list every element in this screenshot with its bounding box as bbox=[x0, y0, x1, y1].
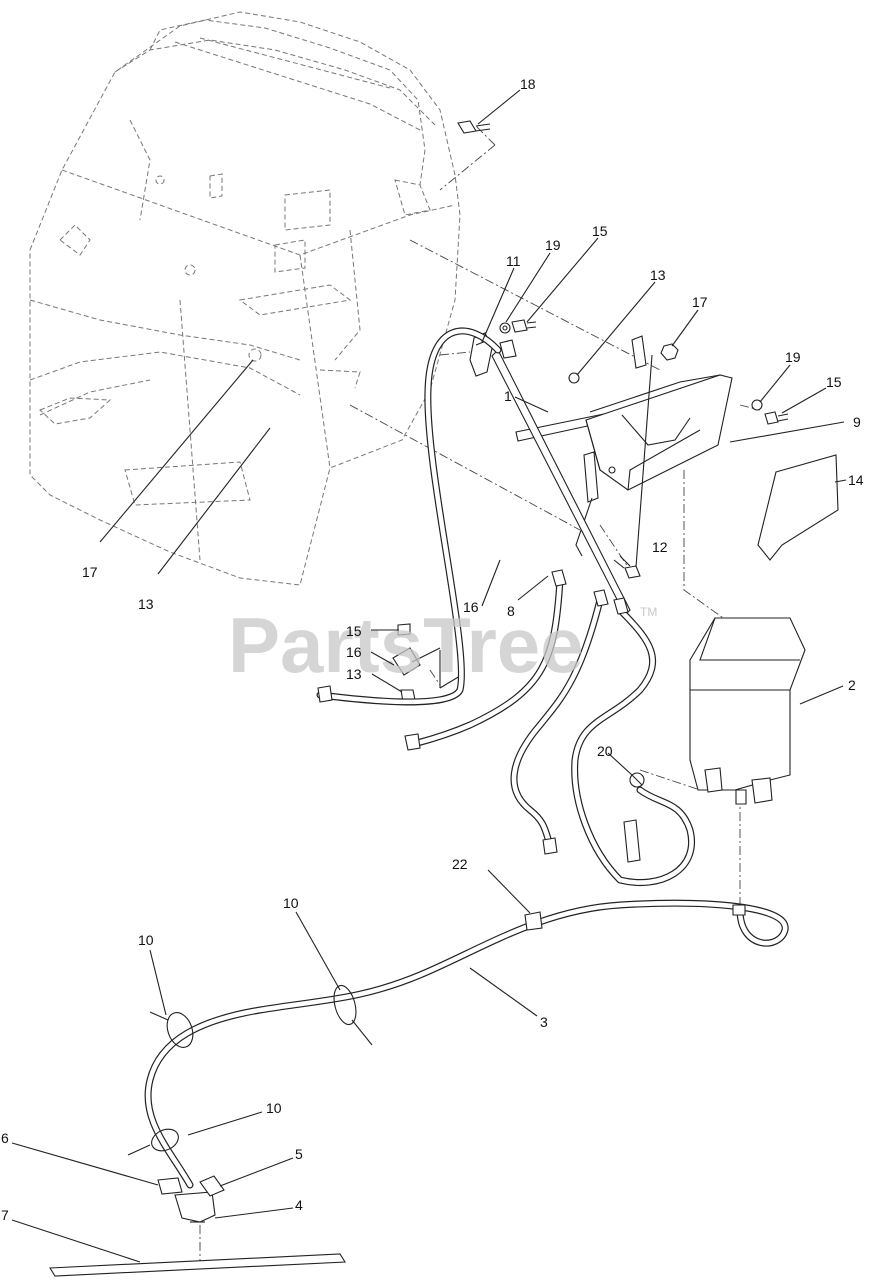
leader-lines bbox=[11, 89, 847, 1263]
alignment-lines bbox=[199, 124, 761, 1265]
callout-10-a: 10 bbox=[283, 895, 299, 911]
callout-20: 20 bbox=[597, 743, 613, 759]
callout-8: 8 bbox=[507, 603, 515, 619]
part-clamp-20 bbox=[629, 772, 645, 788]
callout-10-c: 10 bbox=[266, 1100, 282, 1116]
callout-6: 6 bbox=[1, 1130, 9, 1146]
watermark: PartsTree TM bbox=[228, 601, 657, 689]
part-bracket-9 bbox=[575, 335, 733, 557]
callout-13-b: 13 bbox=[138, 596, 154, 612]
callout-10-b: 10 bbox=[138, 932, 154, 948]
part-fitting-5 bbox=[199, 1175, 225, 1197]
callout-5: 5 bbox=[295, 1146, 303, 1162]
callout-1: 1 bbox=[504, 388, 512, 404]
callout-19: 19 bbox=[545, 237, 561, 253]
callout-15-c: 15 bbox=[346, 623, 362, 639]
callout-9: 9 bbox=[853, 414, 861, 430]
callout-15: 15 bbox=[592, 223, 608, 239]
hose-assembly bbox=[127, 327, 789, 1189]
part-bolt-12 bbox=[613, 555, 641, 579]
part-washer-19-right bbox=[751, 399, 763, 411]
callout-17-b: 17 bbox=[82, 564, 98, 580]
callout-11: 11 bbox=[506, 253, 521, 269]
callout-12-visible: 12 bbox=[652, 539, 668, 555]
callout-17: 17 bbox=[692, 294, 708, 310]
callout-13: 13 bbox=[650, 267, 666, 283]
part-nut-17-right bbox=[660, 343, 679, 361]
callout-14: 14 bbox=[848, 472, 864, 488]
part-fitting-6 bbox=[157, 1177, 183, 1195]
callout-7: 7 bbox=[1, 1207, 9, 1223]
part-nut-13-right bbox=[568, 372, 580, 384]
watermark-text: PartsTree bbox=[228, 601, 584, 689]
callout-19-b: 19 bbox=[785, 349, 801, 365]
callout-13-c: 13 bbox=[346, 666, 362, 682]
callout-4: 4 bbox=[295, 1197, 303, 1213]
part-clamp-set-center bbox=[392, 623, 461, 703]
part-screw-15-right bbox=[764, 411, 789, 425]
part-bolt-18 bbox=[457, 120, 491, 134]
part-screw-15 bbox=[511, 319, 537, 333]
part-valve-4 bbox=[174, 1191, 216, 1223]
callout-2: 2 bbox=[848, 677, 856, 693]
part-blade-7 bbox=[49, 1253, 346, 1277]
part-canister-2 bbox=[689, 617, 806, 805]
part-pad-14 bbox=[757, 454, 839, 561]
callout-3: 3 bbox=[540, 1014, 548, 1030]
part-washer-19 bbox=[499, 322, 511, 334]
callout-22: 22 bbox=[452, 856, 468, 872]
watermark-trademark: TM bbox=[640, 605, 657, 619]
callout-15-b: 15 bbox=[826, 374, 842, 390]
callout-16-b: 16 bbox=[346, 644, 362, 660]
machine-frame bbox=[29, 11, 461, 586]
callout-16: 16 bbox=[463, 599, 479, 615]
callout-labels: 18 11 19 15 13 17 19 15 1 9 14 17 13 12 … bbox=[1, 76, 864, 1223]
callout-18: 18 bbox=[520, 76, 536, 92]
